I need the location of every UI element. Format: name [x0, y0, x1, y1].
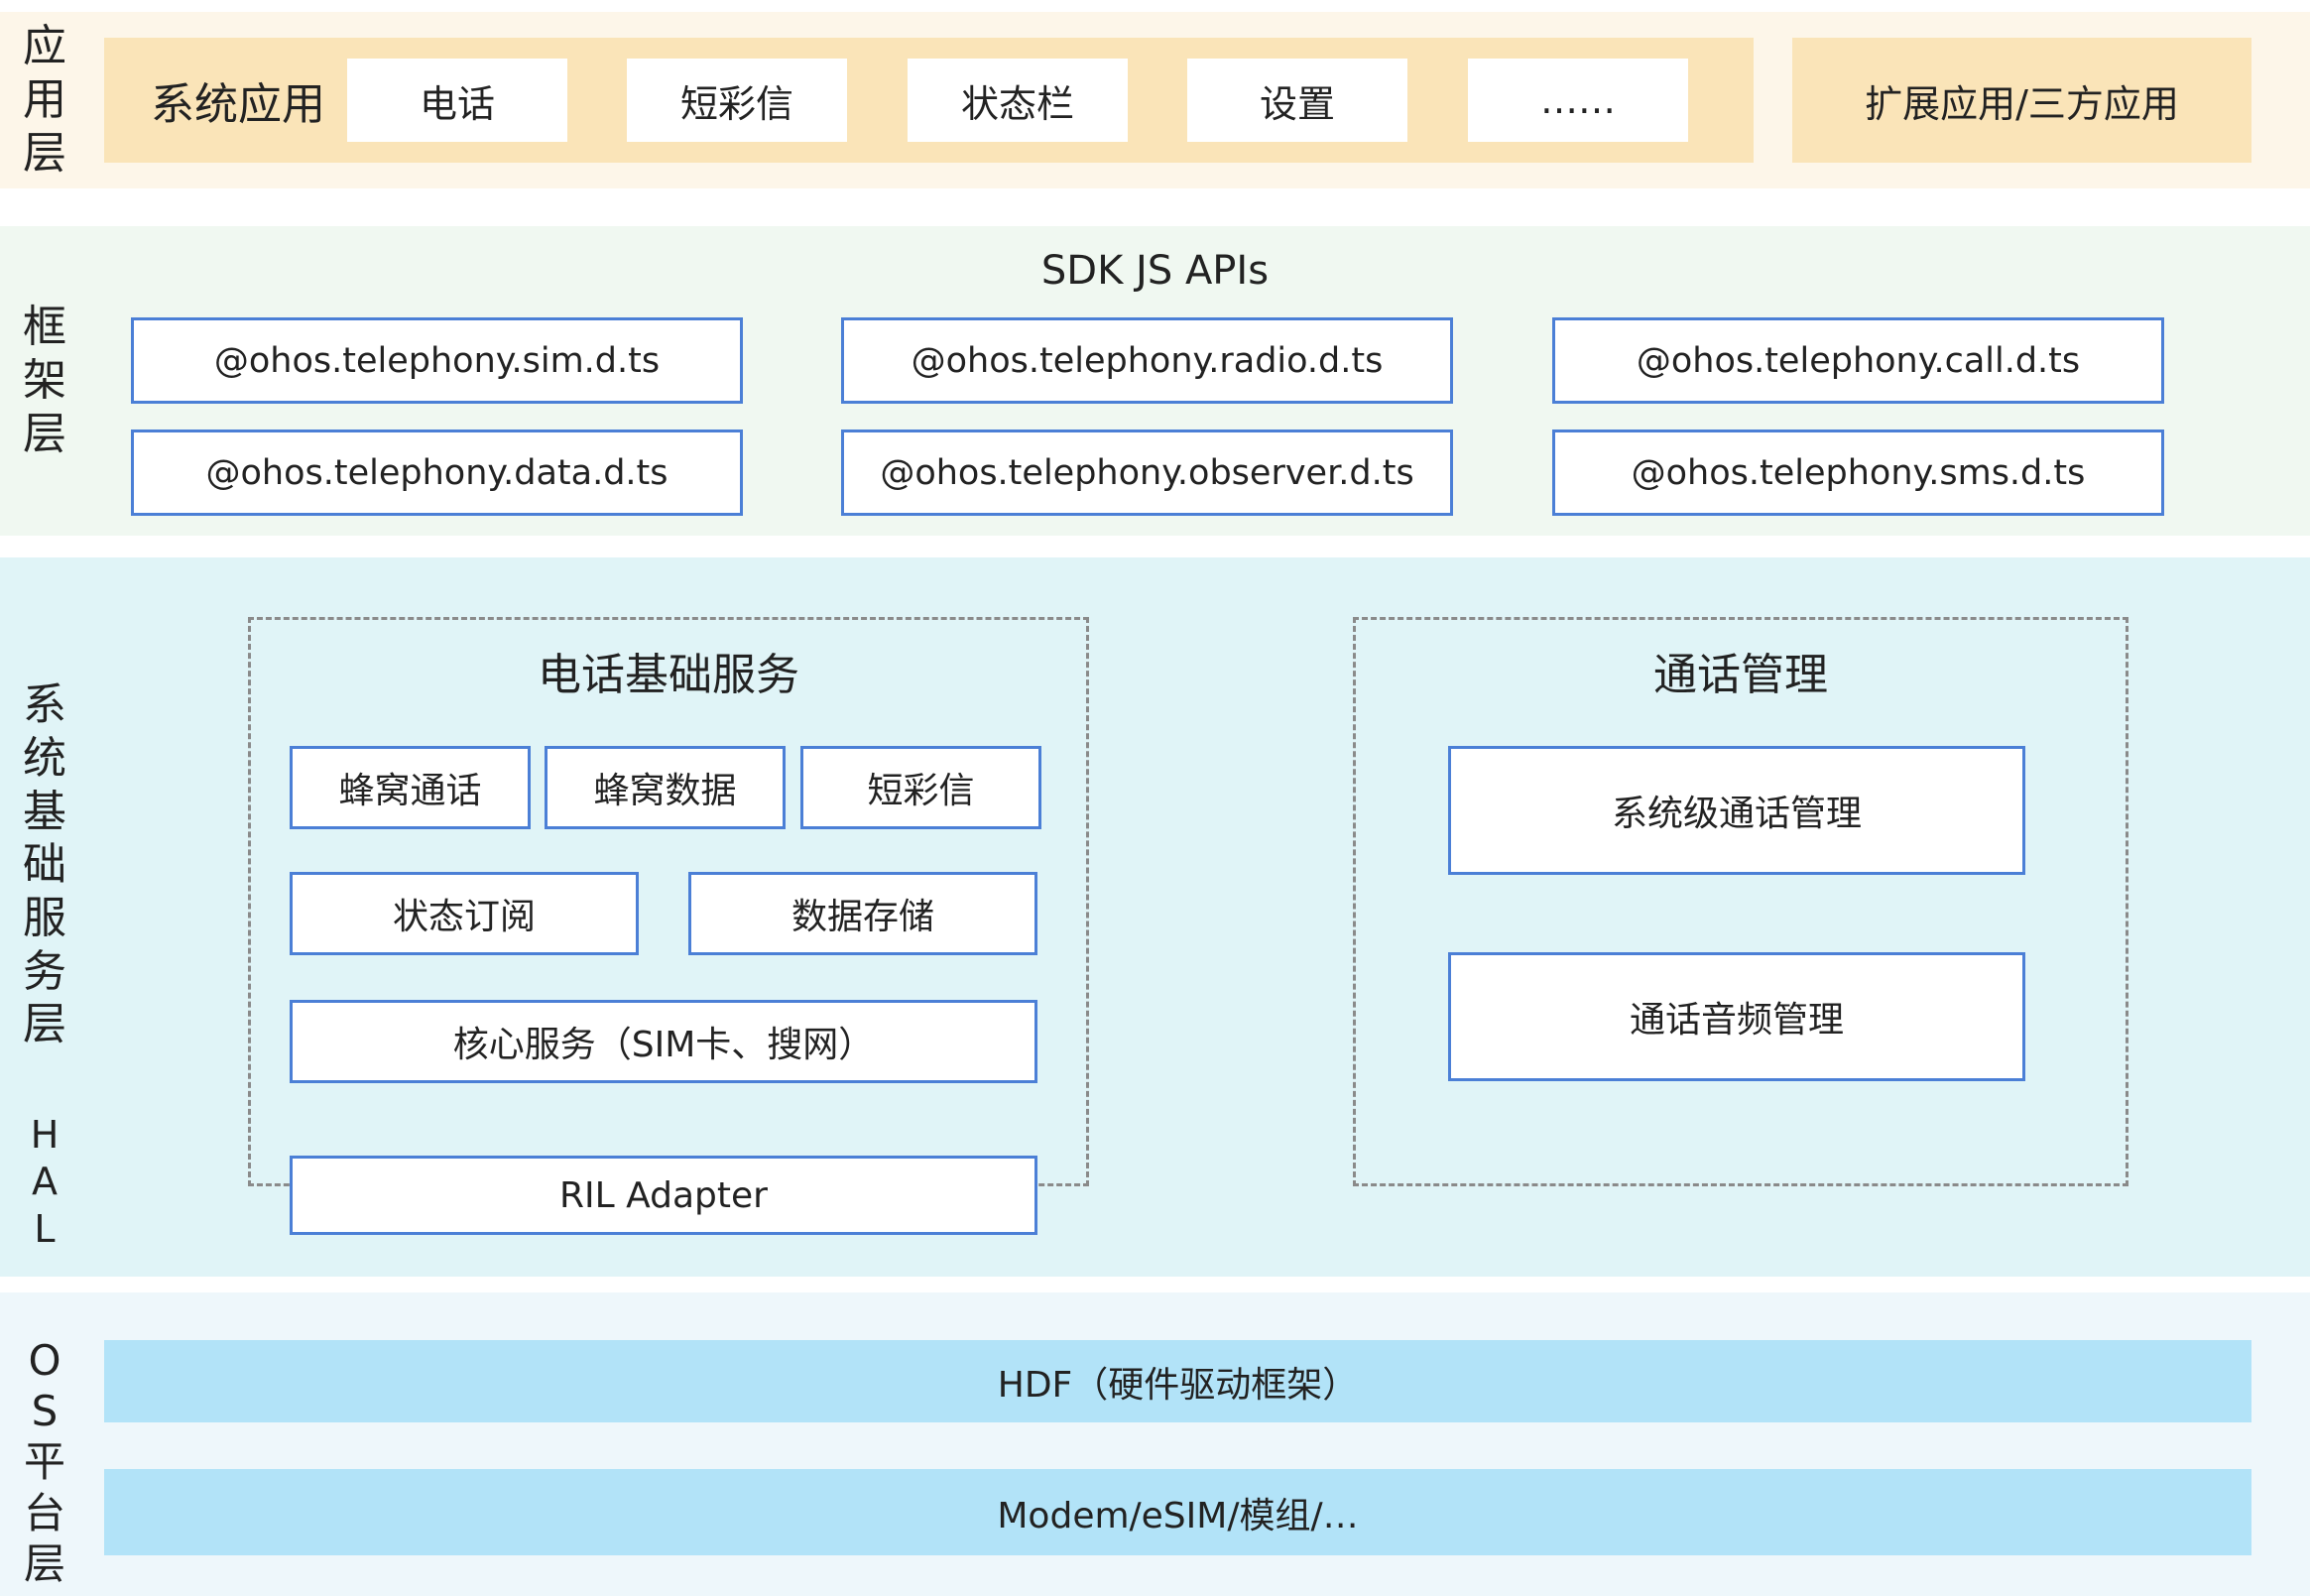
call-manager-group — [1353, 617, 2128, 1186]
hdf-bar: HDF（硬件驱动框架） — [104, 1340, 2251, 1422]
service-layer-label-char: 基 — [23, 786, 66, 837]
svc-state-registry: 状态订阅 — [290, 872, 639, 955]
framework-layer-label-char: 层 — [23, 408, 66, 459]
app-layer-label: 应 用 层 — [0, 12, 89, 188]
app-item-settings: 设置 — [1187, 59, 1407, 142]
modem-bar: Modem/eSIM/模组/… — [104, 1469, 2251, 1555]
system-apps-label: 系统应用 — [151, 79, 325, 130]
app-item-status-bar: 状态栏 — [908, 59, 1128, 142]
os-layer-label-char: 层 — [23, 1538, 65, 1588]
extension-apps-band: 扩展应用/三方应用 — [1792, 38, 2251, 163]
api-call: @ohos.telephony.call.d.ts — [1552, 317, 2164, 404]
svc-core-service: 核心服务（SIM卡、搜网） — [290, 1000, 1037, 1083]
api-sms: @ohos.telephony.sms.d.ts — [1552, 430, 2164, 516]
api-sim: @ohos.telephony.sim.d.ts — [131, 317, 743, 404]
service-layer-label-char: 统 — [23, 732, 66, 784]
framework-layer-label: 框 架 层 — [0, 226, 89, 536]
svc-cellular-data: 蜂窝数据 — [545, 746, 786, 829]
ril-adapter: RIL Adapter — [290, 1156, 1037, 1235]
service-layer-label: 系 统 基 础 服 务 层 — [0, 679, 89, 1049]
svc-data-storage: 数据存储 — [688, 872, 1037, 955]
hal-label: H A L — [0, 1108, 89, 1257]
framework-layer-label-char: 框 — [23, 302, 66, 353]
framework-title: SDK JS APIs — [1040, 248, 1270, 294]
app-layer-label-char: 应 — [23, 21, 66, 72]
app-item-phone: 电话 — [347, 59, 567, 142]
api-radio: @ohos.telephony.radio.d.ts — [841, 317, 1453, 404]
os-layer-label-char: S — [31, 1387, 59, 1436]
hal-label-char: L — [34, 1206, 56, 1251]
app-layer-label-char: 用 — [23, 74, 66, 126]
os-layer: O S 平 台 层 HDF（硬件驱动框架） Modem/eSIM/模组/… — [0, 1292, 2310, 1596]
os-layer-label-char: 台 — [23, 1488, 65, 1537]
api-observer: @ohos.telephony.observer.d.ts — [841, 430, 1453, 516]
service-layer-label-char: 系 — [23, 679, 66, 731]
api-data: @ohos.telephony.data.d.ts — [131, 430, 743, 516]
call-manager-title: 通话管理 — [1653, 650, 1828, 700]
hal-label-char: A — [32, 1160, 58, 1204]
service-layer-label-char: 础 — [23, 839, 66, 891]
telephony-core-title: 电话基础服务 — [538, 650, 799, 700]
os-layer-label-char: O — [28, 1335, 61, 1385]
svc-cellular-call: 蜂窝通话 — [290, 746, 531, 829]
svc-sms-mms: 短彩信 — [800, 746, 1041, 829]
os-layer-label-char: 平 — [23, 1437, 65, 1487]
app-layer-label-char: 层 — [23, 127, 66, 179]
framework-layer-label-char: 架 — [23, 355, 66, 407]
service-layer: 系 统 基 础 服 务 层 H A L 电话基础服务 蜂窝通话 蜂窝数据 短彩信… — [0, 557, 2310, 1277]
service-layer-label-char: 服 — [23, 892, 66, 943]
framework-layer: 框 架 层 SDK JS APIs @ohos.telephony.sim.d.… — [0, 226, 2310, 536]
os-layer-label: O S 平 台 层 — [0, 1332, 89, 1592]
service-layer-label-char: 层 — [23, 999, 66, 1050]
svc-system-call-manager: 系统级通话管理 — [1448, 746, 2025, 875]
service-layer-label-char: 务 — [23, 945, 66, 997]
hal-label-char: H — [30, 1112, 60, 1157]
svc-call-audio-manager: 通话音频管理 — [1448, 952, 2025, 1081]
app-layer: 应 用 层 系统应用 电话 短彩信 状态栏 设置 …… 扩展应用/三方应用 — [0, 12, 2310, 188]
app-item-sms-mms: 短彩信 — [627, 59, 847, 142]
app-item-more: …… — [1468, 59, 1688, 142]
